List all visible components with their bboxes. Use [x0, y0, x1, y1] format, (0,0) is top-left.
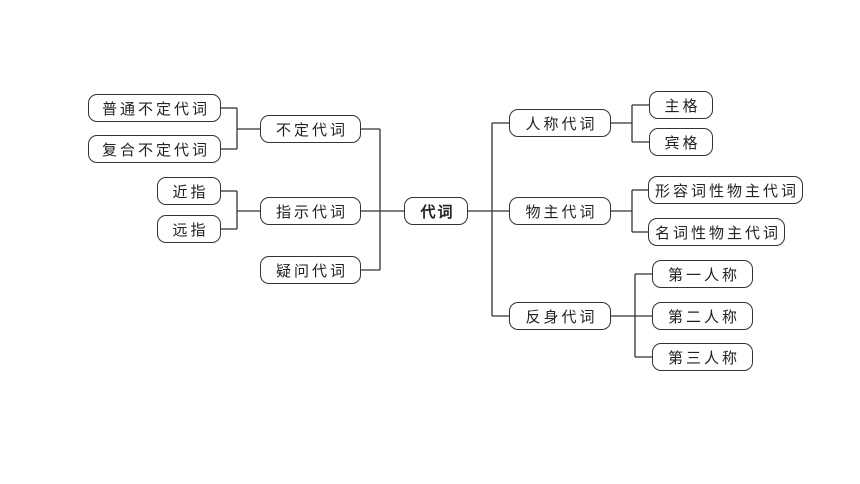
- leaf-node-first-person: 第一人称: [652, 260, 753, 288]
- leaf-node-third-person: 第三人称: [652, 343, 753, 371]
- branch-node-reflexive: 反身代词: [509, 302, 611, 330]
- branch-node-possessive: 物主代词: [509, 197, 611, 225]
- leaf-node-compound-indefinite: 复合不定代词: [88, 135, 221, 163]
- branch-node-indefinite: 不定代词: [260, 115, 361, 143]
- leaf-node-objective: 宾格: [649, 128, 713, 156]
- branch-node-personal: 人称代词: [509, 109, 611, 137]
- leaf-node-common-indefinite: 普通不定代词: [88, 94, 221, 122]
- branch-node-demonstrative: 指示代词: [260, 197, 361, 225]
- leaf-node-far: 远指: [157, 215, 221, 243]
- leaf-node-second-person: 第二人称: [652, 302, 753, 330]
- leaf-node-nominal-possessive: 名词性物主代词: [648, 218, 785, 246]
- branch-node-interrogative: 疑问代词: [260, 256, 361, 284]
- root-node: 代词: [404, 197, 468, 225]
- leaf-node-adjectival-possessive: 形容词性物主代词: [648, 176, 803, 204]
- leaf-node-near: 近指: [157, 177, 221, 205]
- leaf-node-nominative: 主格: [649, 91, 713, 119]
